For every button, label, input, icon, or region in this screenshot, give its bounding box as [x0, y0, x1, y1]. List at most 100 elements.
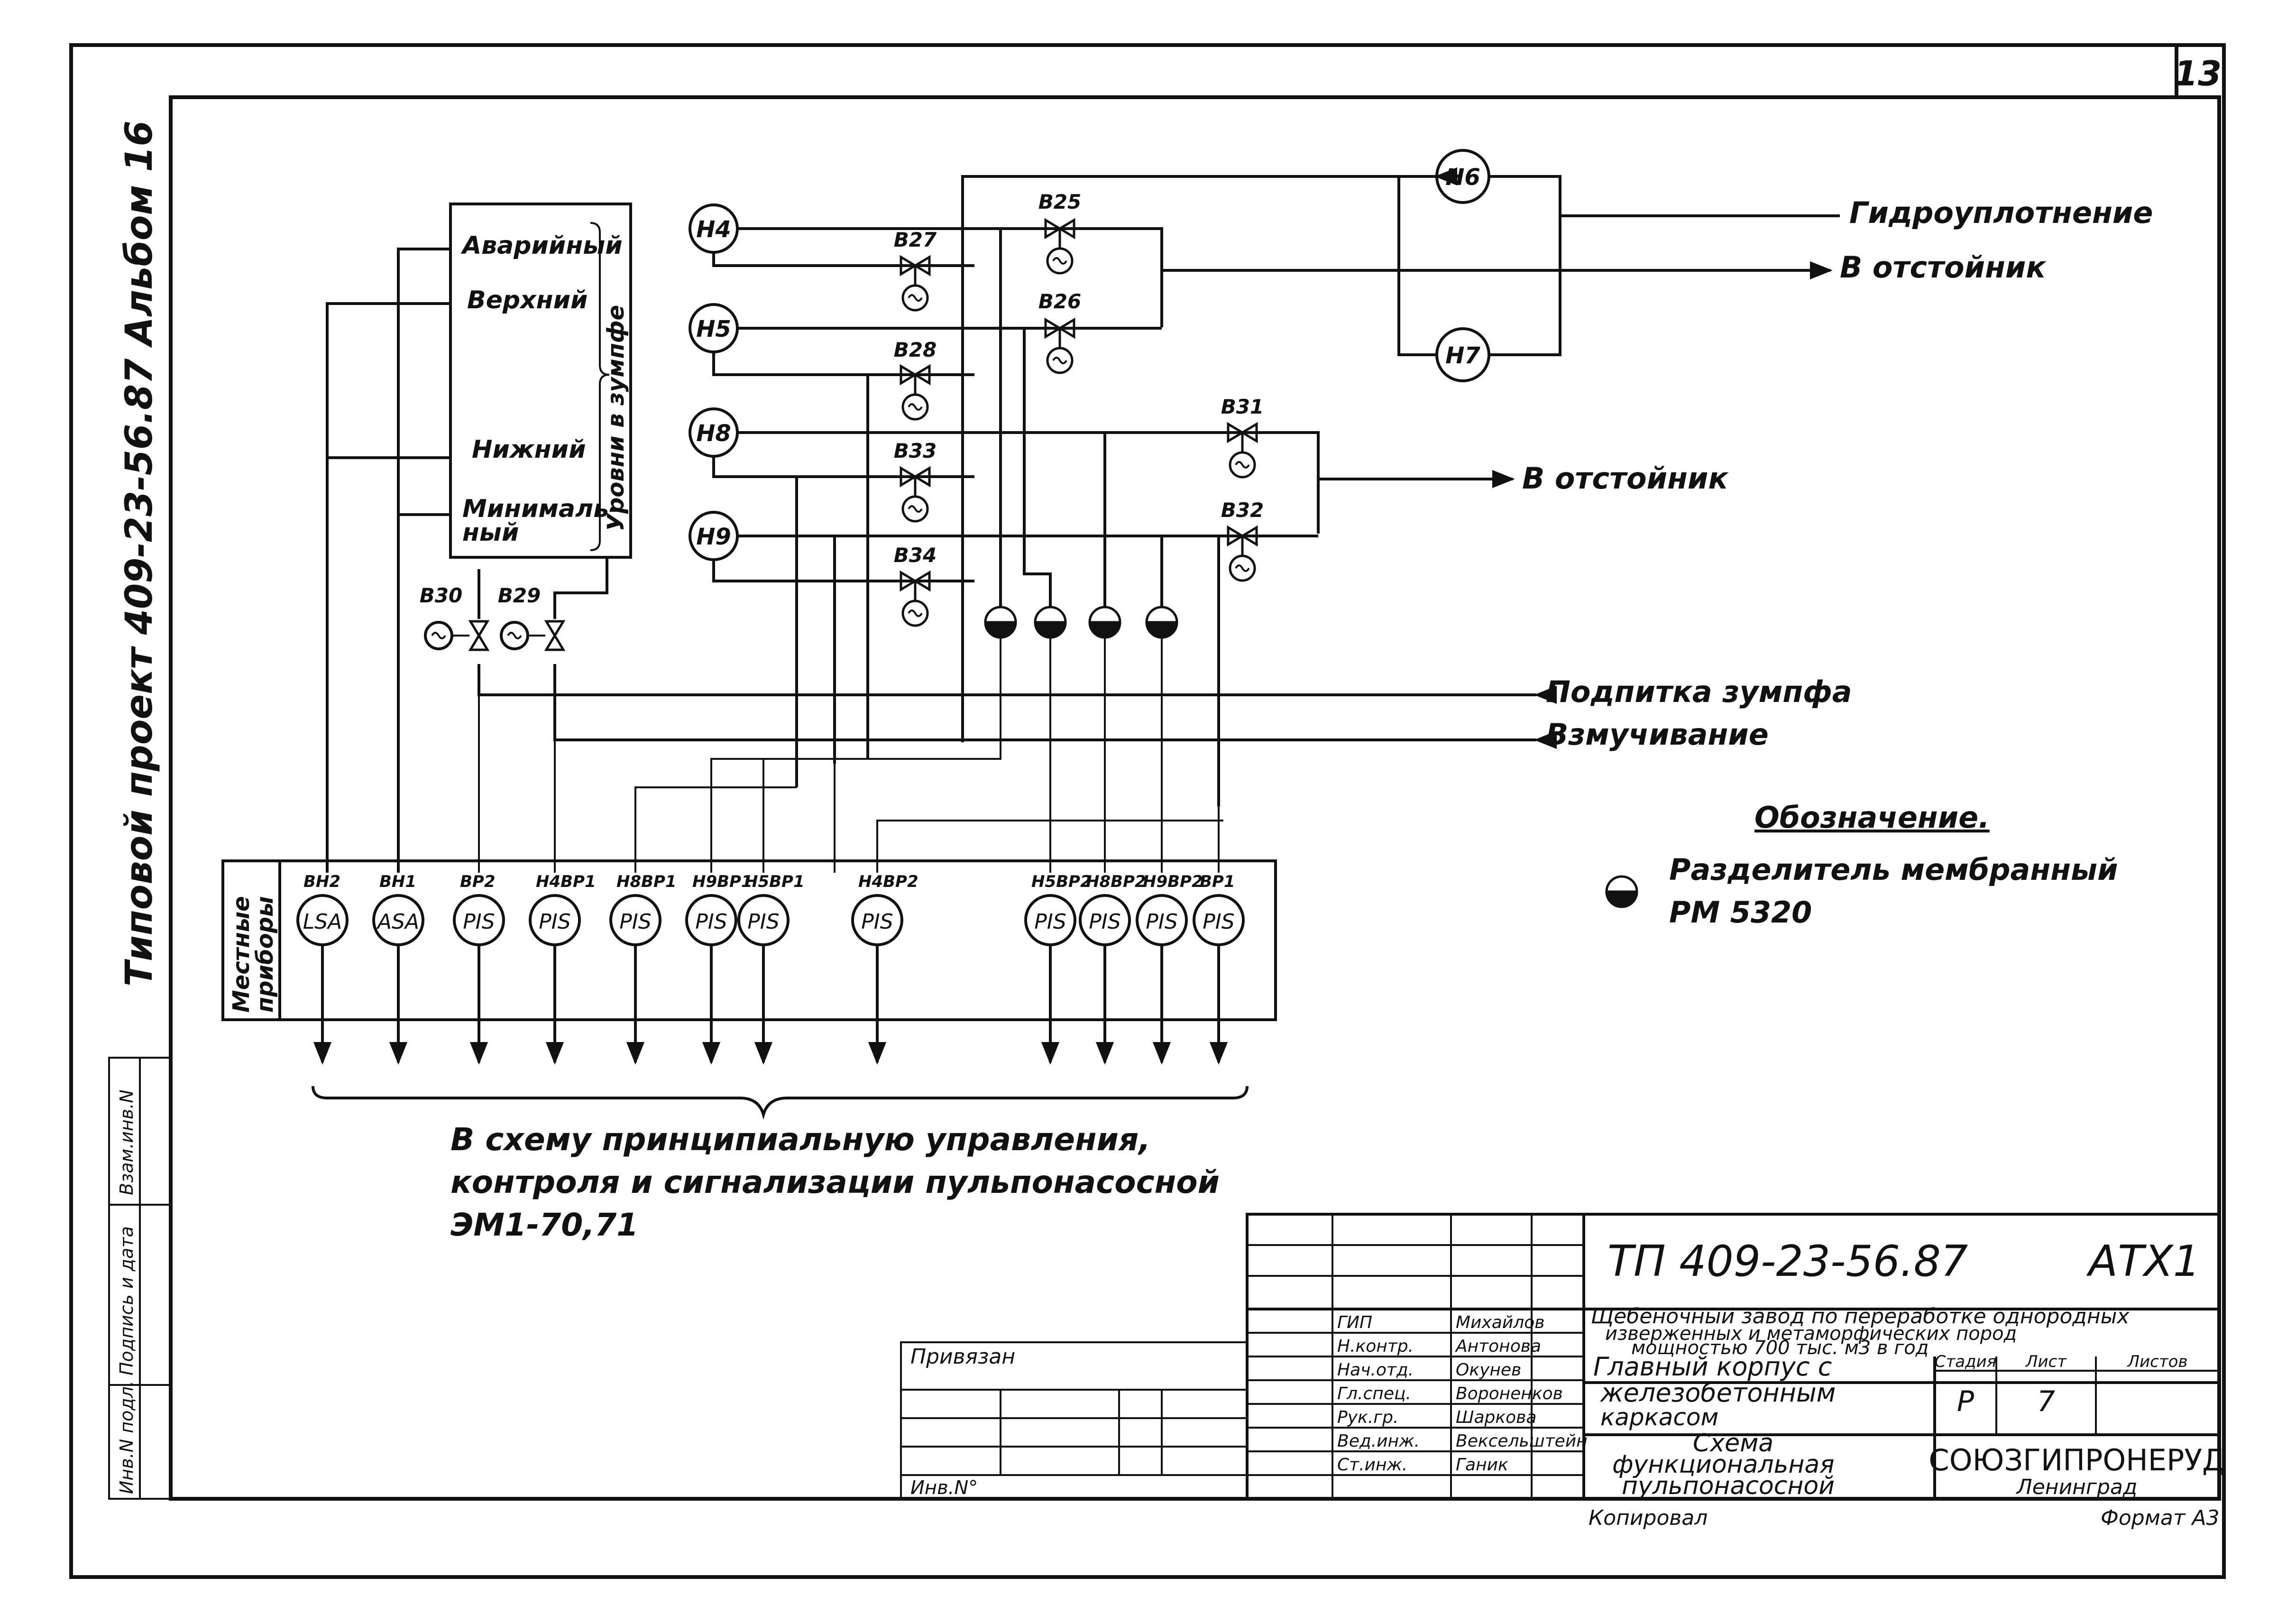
- role-name: Окунев: [1456, 1360, 1521, 1380]
- role-title: ГИП: [1337, 1313, 1372, 1332]
- instrument-tag: Н5ВР2: [1031, 872, 1092, 891]
- copied-by: Копировал: [1589, 1506, 1708, 1530]
- instrument-type: PIS: [861, 910, 893, 934]
- sheet-number: 13: [2174, 54, 2222, 93]
- side-stamp: Инв.N подл. Подпись и дата Взам.инв.N: [108, 1057, 172, 1500]
- valve-b33: В33: [894, 439, 937, 521]
- instruments-row-label-2: приборы: [252, 896, 278, 1013]
- pump-h6: Н6: [1435, 149, 1490, 204]
- svg-text:В34: В34: [894, 544, 937, 567]
- valve-b34: В34: [894, 544, 937, 626]
- svg-text:Н9: Н9: [696, 524, 731, 550]
- valve-b27: В27: [894, 228, 937, 310]
- flow-to-settler-1: В отстойник: [1840, 250, 2047, 285]
- title-block: [900, 1213, 2221, 1500]
- role-title: Н.контр.: [1337, 1337, 1414, 1356]
- local-instruments: Местные приборы: [221, 859, 1277, 1021]
- legend-item: Разделитель мембранный: [1669, 852, 2118, 887]
- instrument-type: PIS: [1034, 910, 1066, 934]
- instrument-type: PIS: [1203, 910, 1234, 934]
- object-line-3: мощностью 700 тыс. м3 в год: [1631, 1337, 1929, 1359]
- pump-h4: Н4: [689, 203, 739, 254]
- pump-h7: Н7: [1435, 327, 1490, 382]
- side-stamp-inv: Инв.N подл.: [116, 1381, 137, 1494]
- svg-text:В29: В29: [498, 584, 541, 607]
- svg-text:Н4: Н4: [696, 216, 731, 243]
- note-line-3: ЭМ1-70,71: [450, 1207, 638, 1243]
- levels-bracket-label: Уровни в зумпфе: [603, 305, 629, 531]
- valve-b30: В30: [420, 584, 487, 650]
- building-line-1: Главный корпус с: [1593, 1352, 1832, 1382]
- instrument-type: ASA: [376, 910, 419, 934]
- valve-b29: В29: [498, 584, 563, 650]
- role-name: Михайлов: [1456, 1313, 1544, 1332]
- instrument-pis-4: PIS Н4ВР1: [529, 872, 596, 1065]
- instrument-tag: Н4ВР1: [536, 872, 596, 891]
- svg-text:Н7: Н7: [1445, 342, 1480, 369]
- note-line-2: контроля и сигнализации пульпонасосной: [450, 1164, 1220, 1200]
- role-title: Нач.отд.: [1337, 1360, 1414, 1380]
- sheet-format: Формат А3: [2101, 1506, 2220, 1530]
- flow-hydroseal: Гидроуплотнение: [1849, 195, 2153, 230]
- valve-b31: В31: [1221, 395, 1264, 477]
- drawing-line-1: Схема: [1693, 1429, 1773, 1458]
- instrument-type: PIS: [619, 910, 651, 934]
- svg-text:В31: В31: [1221, 395, 1264, 418]
- instrument-tag: Н9ВР2: [1143, 872, 1203, 891]
- flow-to-settler-2: В отстойник: [1522, 461, 1729, 496]
- role-name: Антонова: [1455, 1337, 1541, 1356]
- role-name: Вексельштейн: [1456, 1431, 1588, 1451]
- instrument-tag: Н4ВР2: [858, 872, 918, 891]
- instrument-type: PIS: [539, 910, 570, 934]
- instrument-type: PIS: [695, 910, 727, 934]
- instrument-tag: Н8ВР1: [616, 872, 677, 891]
- building-line-2: железобетонным: [1599, 1378, 1836, 1408]
- note-line-1: В схему принципиальную управления,: [450, 1121, 1150, 1158]
- inv-label: Инв.N°: [910, 1477, 978, 1499]
- stage-value: Р: [1957, 1385, 1975, 1418]
- role-name: Вороненков: [1456, 1384, 1563, 1403]
- pump-h5: Н5: [689, 303, 739, 353]
- instrument-tag: Н9ВР1: [692, 872, 753, 891]
- side-stamp-sign: Подпись и дата: [116, 1226, 137, 1375]
- svg-text:Н6: Н6: [1445, 164, 1480, 191]
- instrument-asa-2: ASA ВН1: [372, 872, 424, 1065]
- piping: [478, 167, 1840, 873]
- svg-text:В26: В26: [1038, 290, 1081, 313]
- flow-agitation: Взмучивание: [1546, 717, 1769, 752]
- svg-text:В32: В32: [1221, 498, 1264, 522]
- instrument-tag: ВР1: [1200, 872, 1235, 891]
- svg-text:В30: В30: [420, 584, 462, 607]
- role-title: Рук.гр.: [1337, 1408, 1398, 1427]
- role-name: Ганик: [1456, 1455, 1508, 1475]
- instrument-pis-6: PIS Н9ВР1: [685, 872, 753, 1065]
- valve-b32: В32: [1221, 498, 1264, 581]
- level-lines: [326, 248, 450, 873]
- instrument-type: PIS: [747, 910, 779, 934]
- role-title: Гл.спец.: [1337, 1384, 1411, 1403]
- level-emergency: Аварийный: [460, 231, 623, 260]
- membrane-separators: [985, 607, 1177, 637]
- side-title: Типовой проект 409-23-56.87 Альбом 16: [118, 120, 161, 987]
- object-line-1: Щебеночный завод по переработке однородн…: [1591, 1304, 2130, 1329]
- instrument-tag: ВН1: [379, 872, 416, 891]
- drawing-line-2: функциональная: [1612, 1450, 1835, 1479]
- svg-text:В33: В33: [894, 439, 937, 462]
- level-min-2: ный: [462, 518, 519, 547]
- instrument-type: PIS: [1089, 910, 1120, 934]
- valve-b25: В25: [1038, 190, 1081, 273]
- pump-h9: Н9: [689, 511, 739, 561]
- flow-sump-makeup: Подпитка зумпфа: [1546, 674, 1852, 709]
- doc-mark: АТХ1: [2086, 1236, 2200, 1286]
- svg-text:В25: В25: [1038, 190, 1081, 213]
- sheet-value: 7: [2037, 1385, 2055, 1418]
- role-name: Шаркова: [1456, 1408, 1536, 1427]
- valve-b28: В28: [894, 338, 937, 419]
- instrument-pis-5: PIS Н8ВР1: [609, 872, 677, 1065]
- pump-h8: Н8: [689, 407, 739, 458]
